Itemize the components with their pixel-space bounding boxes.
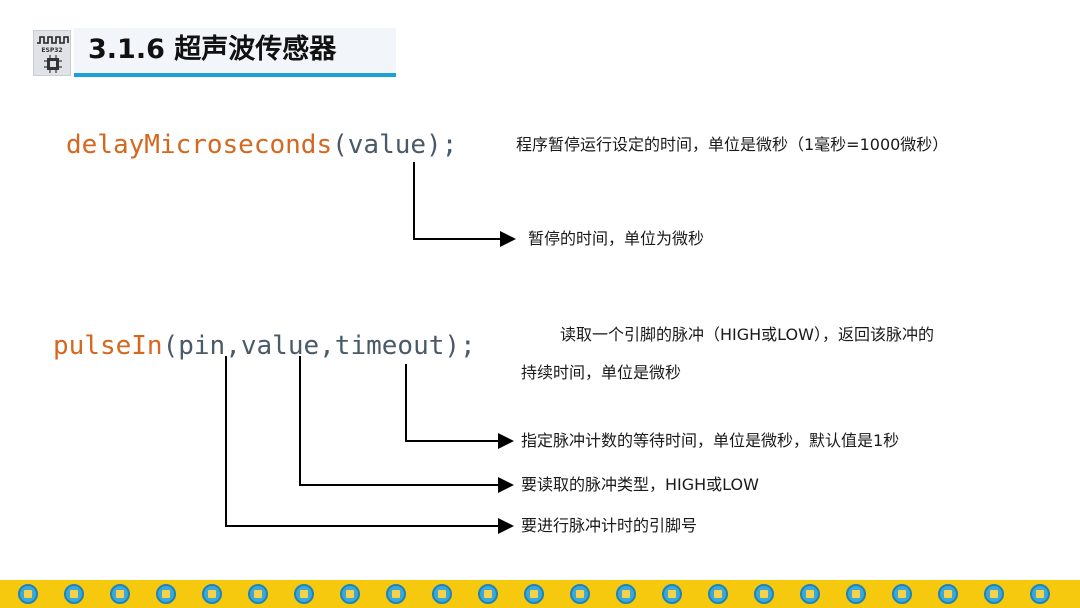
footer-chip-icon <box>340 584 360 604</box>
delay-param-note: 暂停的时间，单位为微秒 <box>528 229 705 248</box>
footer-chip-icon <box>156 584 176 604</box>
footer-chip-icon <box>846 584 866 604</box>
value-note: 要读取的脉冲类型，HIGH或LOW <box>521 475 759 494</box>
footer-chip-icon <box>754 584 774 604</box>
delay-code-line: delayMicroseconds(value); <box>66 128 457 162</box>
footer-chip-icon <box>616 584 636 604</box>
logo-label: ESP32 <box>41 47 63 54</box>
footer-chip-icon <box>478 584 498 604</box>
pin-connector <box>225 356 514 534</box>
footer-chip-icon <box>800 584 820 604</box>
pulse-function-name: pulseIn <box>53 331 163 361</box>
pulse-open-paren: ( <box>162 331 179 361</box>
page-title: 3.1.6 超声波传感器 <box>88 34 337 65</box>
pin-note: 要进行脉冲计时的引脚号 <box>521 516 698 535</box>
footer-chip-icon <box>984 584 1004 604</box>
delay-value-connector <box>413 162 516 247</box>
footer-chip-icon <box>202 584 222 604</box>
pulse-comma-2: , <box>319 331 335 361</box>
value-connector <box>299 356 514 493</box>
footer-chip-icon <box>432 584 452 604</box>
pulse-param-timeout: timeout <box>334 331 445 361</box>
footer-chip-icon <box>1030 584 1050 604</box>
footer-chip-icon <box>662 584 682 604</box>
delay-function-name: delayMicroseconds <box>66 130 333 160</box>
footer-chip-icon <box>938 584 958 604</box>
pulse-description-line-2: 持续时间，单位是微秒 <box>521 363 682 382</box>
delay-description: 程序暂停运行设定的时间，单位是微秒（1毫秒=1000微秒） <box>516 135 949 154</box>
footer-chip-icon <box>294 584 314 604</box>
footer-chip-icon <box>64 584 84 604</box>
footer-chip-icon <box>18 584 38 604</box>
pulse-param-value: value <box>240 331 320 361</box>
delay-open-paren: ( <box>332 130 348 160</box>
timeout-connector <box>405 364 514 449</box>
footer-chip-icon <box>892 584 912 604</box>
pulse-param-pin: pin <box>178 331 226 361</box>
footer-chip-icon <box>708 584 728 604</box>
title-underline <box>74 73 396 77</box>
delay-close: ); <box>426 130 458 160</box>
title-background <box>74 28 396 78</box>
pulse-code-line: pulseIn(pin,value,timeout); <box>53 329 476 363</box>
footer-chip-icon <box>110 584 130 604</box>
esp32-chip-icon: ESP32 <box>33 30 71 76</box>
pulse-description-line-1: 读取一个引脚的脉冲（HIGH或LOW），返回该脉冲的 <box>560 325 934 344</box>
pulse-comma-1: , <box>225 331 241 361</box>
timeout-note: 指定脉冲计数的等待时间，单位是微秒，默认值是1秒 <box>521 431 900 450</box>
footer-chip-icon <box>570 584 590 604</box>
footer-strip <box>0 580 1080 608</box>
footer-chip-icon <box>248 584 268 604</box>
footer-chip-icon <box>524 584 544 604</box>
footer-chip-icon <box>386 584 406 604</box>
pulse-close: ); <box>444 331 476 361</box>
delay-param-value: value <box>347 130 427 160</box>
